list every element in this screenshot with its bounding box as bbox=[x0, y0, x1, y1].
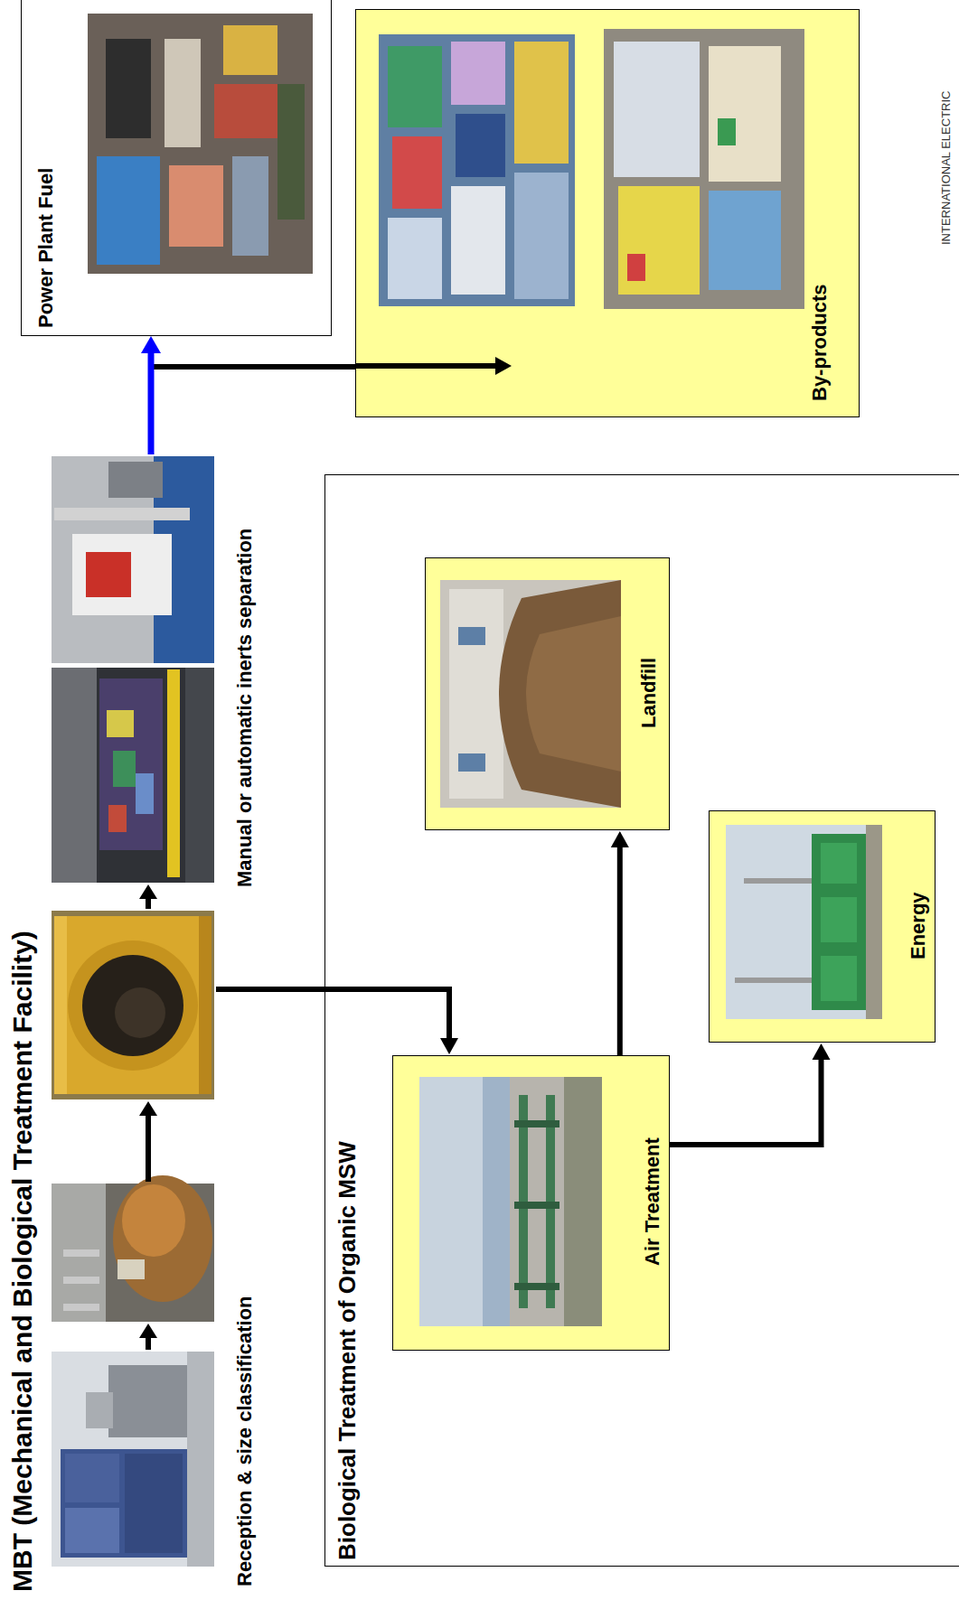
air-treatment-photo bbox=[419, 1077, 602, 1327]
fuel-arrow bbox=[141, 336, 161, 455]
fuel-photo bbox=[87, 13, 313, 274]
output-box: By-products bbox=[355, 9, 860, 418]
process-box: Landfill bbox=[424, 557, 670, 831]
landfill-photo bbox=[440, 580, 621, 809]
box-label: Landfill bbox=[637, 658, 660, 729]
stage-caption: Manual or automatic inerts separation bbox=[233, 528, 256, 888]
watermark: INTERNATIONAL ELECTRIC bbox=[940, 91, 954, 245]
box-label: By-products bbox=[808, 283, 831, 402]
flow-connector bbox=[611, 831, 630, 1057]
bunker-photo bbox=[51, 1175, 215, 1323]
reception-photo bbox=[51, 1352, 215, 1568]
sorting-line-photo bbox=[51, 667, 215, 884]
box-label: Biological Treatment of Organic MSW bbox=[334, 1141, 362, 1561]
box-label: Air Treatment bbox=[640, 1137, 664, 1267]
process-box: Air Treatment bbox=[392, 1055, 670, 1352]
process-box: Energy bbox=[708, 810, 936, 1044]
separator-photo bbox=[51, 456, 215, 664]
energy-photo bbox=[725, 825, 883, 1020]
diagram-title: MBT (Mechanical and Biological Treatment… bbox=[7, 930, 39, 1593]
box-label: Power Plant Fuel bbox=[34, 168, 57, 329]
output-box: Power Plant Fuel bbox=[20, 0, 332, 337]
byproducts-photos bbox=[356, 8, 861, 417]
flow-connector bbox=[668, 1043, 831, 1146]
box-label: Energy bbox=[906, 892, 930, 960]
stage-caption: Reception & size classification bbox=[233, 1296, 256, 1588]
region-box: Biological Treatment of Organic MSW Air … bbox=[324, 474, 959, 1568]
drum-screen-photo bbox=[51, 911, 215, 1101]
